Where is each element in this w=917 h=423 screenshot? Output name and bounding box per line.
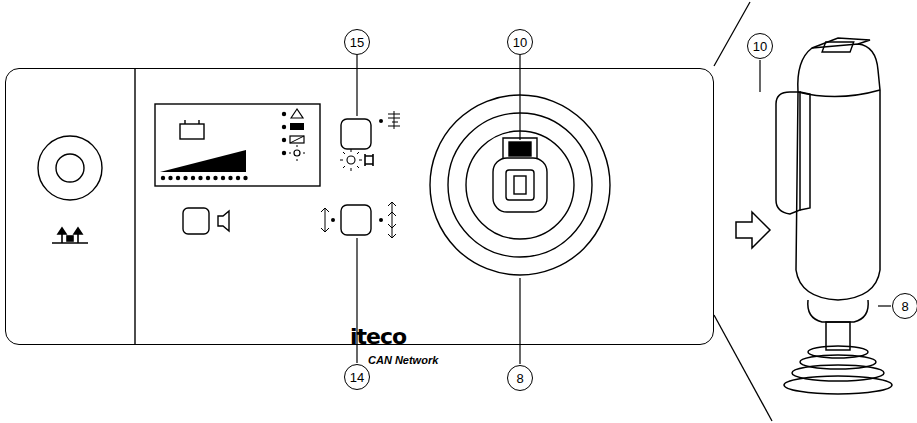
callout-number: 10 <box>753 39 767 54</box>
network-label: CAN Network <box>368 354 438 366</box>
callout-circle: 8 <box>892 293 917 319</box>
level-dot <box>221 176 225 180</box>
panel-divider <box>134 69 135 344</box>
callout-circle: 15 <box>344 29 370 55</box>
callout-circle: 10 <box>507 29 533 55</box>
display-screen <box>155 104 320 186</box>
callout-circle: 14 <box>344 364 370 390</box>
control-panel: itecoCAN Network <box>5 68 714 345</box>
callout-circle: 8 <box>507 365 533 391</box>
level-dot <box>243 176 247 180</box>
brand-logo: iteco <box>350 324 406 349</box>
level-dot <box>206 176 210 180</box>
detail-lines <box>714 2 772 421</box>
joystick-side-view <box>736 38 892 394</box>
lift-symbol <box>52 228 88 243</box>
level-dot <box>213 176 217 180</box>
level-dot <box>168 176 172 180</box>
callout-circle: 10 <box>747 33 773 59</box>
light-button <box>340 111 400 171</box>
callout-number: 14 <box>350 370 364 385</box>
level-dot <box>191 176 195 180</box>
callout-number: 15 <box>350 35 364 50</box>
speed-button <box>321 202 396 238</box>
round-button <box>38 136 102 200</box>
leader-line <box>357 55 891 364</box>
horn-button <box>183 208 229 234</box>
level-dot <box>198 176 202 180</box>
callout-number: 10 <box>513 35 527 50</box>
level-dot <box>161 176 165 180</box>
level-dot <box>228 176 232 180</box>
callout-number: 8 <box>516 371 523 386</box>
level-dot <box>176 176 180 180</box>
level-dot <box>236 176 240 180</box>
callout-number: 8 <box>901 299 908 314</box>
level-dot <box>183 176 187 180</box>
